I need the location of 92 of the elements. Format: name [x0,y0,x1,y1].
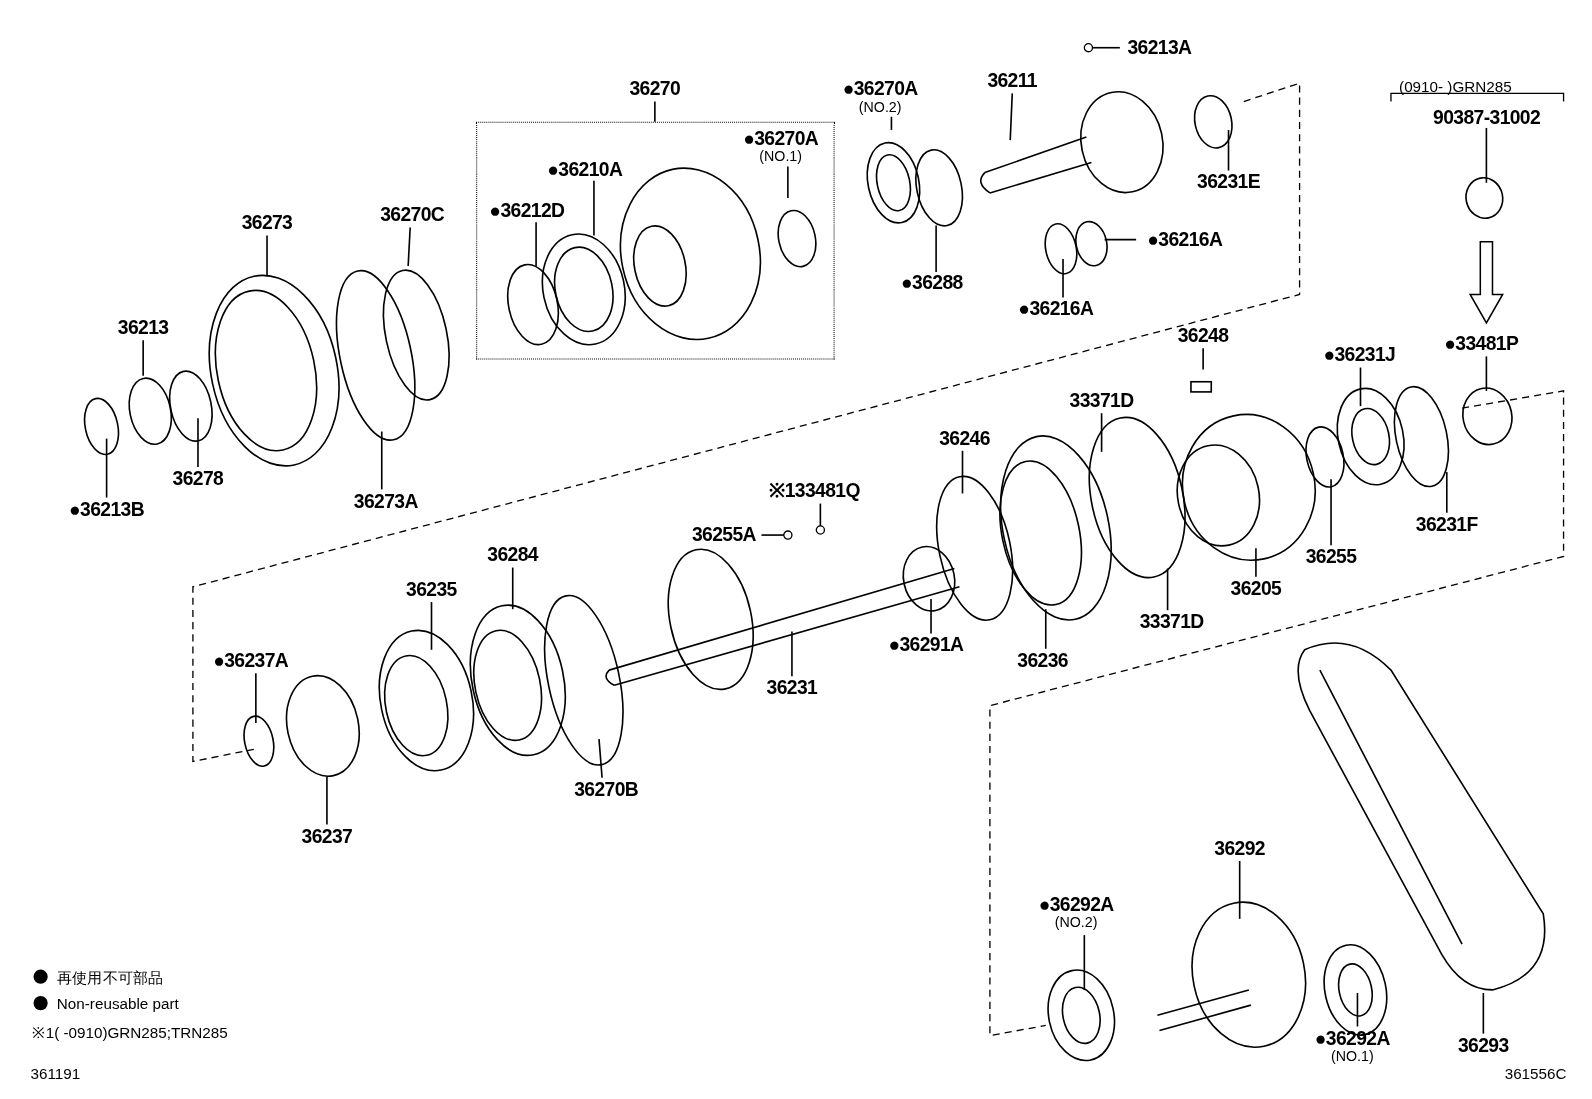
callout-number: ●36216A [1018,298,1094,319]
leader-line [1359,366,1362,407]
legend-text: Non-reusable part [56,995,179,1013]
leader-line [1238,860,1241,920]
callout-number: 36248 [1177,325,1229,347]
leader-line [535,221,537,267]
leader-line [1044,608,1047,650]
leader-line [930,598,932,635]
leader-line [1255,547,1257,578]
callout-number: 36237 [301,826,353,847]
leader-line [1485,355,1488,392]
callout-number: 36231 [766,678,818,699]
callout-number: 36235 [406,579,457,601]
callout-number: 36213 [117,317,169,339]
leader-line [1009,92,1014,141]
leader-line [1083,934,1086,991]
leader-line [961,450,964,495]
callout-number: ●36288 [901,273,963,294]
callout-number: 36273A [353,491,418,512]
callout-number: ●36292A [1314,1028,1390,1049]
callout-number: 36270C [380,205,445,226]
callout-number: 36293 [1457,1035,1509,1056]
callout-number: 36270 [629,79,681,100]
leader-line [511,566,514,610]
leader-line [255,672,257,724]
callout-number: ●36291A [888,634,964,655]
callout-number: 36231F [1415,514,1478,536]
callout-number: 36292 [1214,838,1265,859]
leader-line [1330,478,1332,547]
callout-number: ●33481P [1444,334,1519,355]
leader-line [1446,471,1448,514]
callout-number: 36246 [939,428,990,449]
leader-line [105,437,108,499]
leader-line [430,601,433,651]
leader-line [1083,43,1121,53]
leader-line [935,224,937,273]
callout-number: ●36270A [743,128,819,150]
footnote-text: ※1( -0910)GRN285;TRN285 [32,1023,228,1041]
callout-number: 33371D [1139,612,1204,633]
leader-line [791,630,793,677]
leader-line [598,738,603,779]
variant-note: (NO.1) [758,149,803,165]
callout-number: 36284 [487,545,538,566]
callout-number: 36205 [1230,578,1282,600]
leader-line [1062,258,1064,299]
callout-number: ●36292A [1038,894,1114,915]
variant-note: (NO.2) [1053,914,1099,930]
leader-line [407,226,411,267]
leader-line [380,430,383,491]
callout-number: 36211 [987,71,1037,92]
leader-line [787,165,789,199]
callout-number: ●36270A [842,79,918,100]
variant-note: (0910- )GRN285 [1399,78,1512,96]
callout-number: ●36216A [1147,229,1223,250]
variant-note: (NO.2) [857,99,903,115]
callout-number: 36213A [1127,37,1192,58]
callout-number: ●36212D [489,201,565,222]
callout-number: ●36213B [69,499,144,520]
callout-number: ※133481Q [769,481,860,502]
leader-line [760,530,793,540]
leader-line [1166,567,1169,611]
callout-number: 33371D [1069,390,1134,412]
diagram-code: 361191 [30,1065,81,1083]
leader-line [1356,992,1359,1028]
leader-line [1482,992,1485,1035]
leader-line [815,502,826,535]
callout-number: ●36231J [1323,345,1396,366]
leader-line [593,179,595,237]
leader-line [326,775,328,826]
callout-number: 36278 [172,469,224,490]
leader-line [654,100,656,123]
leader-line [266,234,268,277]
callout-number: 36255 [1305,547,1357,568]
callout-number: ●36210A [547,159,623,180]
callout-number: 36255A [691,524,756,546]
leader-line [1103,238,1137,241]
diagram-code: 361556C [1504,1065,1567,1083]
legend-text: 再使用不可部品 [56,968,164,986]
callout-number: 36270B [574,779,639,801]
leader-line [142,339,144,377]
leader-line [1227,129,1230,172]
callout-number: 36273 [241,213,293,234]
callout-number: ●36237A [213,650,289,672]
leader-line [1202,347,1204,371]
callout-number: 90387-31002 [1433,107,1541,128]
variant-note: (NO.1) [1330,1048,1375,1065]
callout-number: 36231E [1197,171,1260,192]
leader-line [890,115,893,131]
leader-line [1485,127,1488,184]
leader-line [197,417,199,468]
leader-line [1100,412,1103,453]
callout-number: 36236 [1017,650,1068,672]
